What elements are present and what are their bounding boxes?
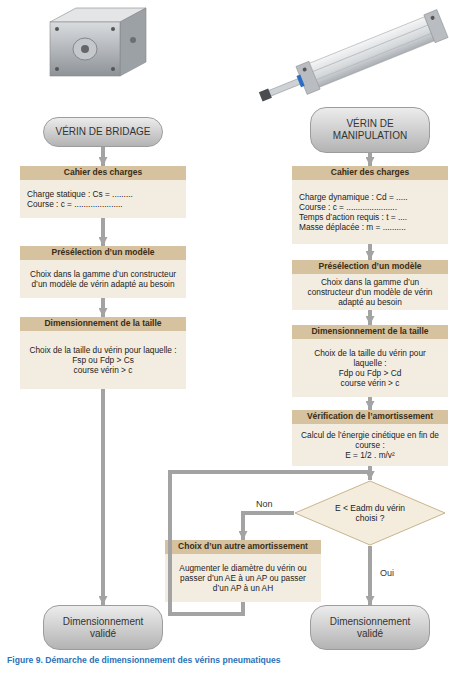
blue-ring <box>297 75 305 88</box>
box-body: Calcul de l’énergie cinétique en fin de … <box>292 424 448 466</box>
flow-connector <box>368 466 372 480</box>
process-box: Dimensionnement de la tailleChoix de la … <box>292 325 448 397</box>
edge-label: Non <box>256 499 273 509</box>
box-text: Calcul de l’énergie cinétique en fin de … <box>299 430 441 450</box>
box-heading: Cahier des charges <box>20 166 186 180</box>
decision-text-wrap: E < Eadm du vérin choisi ? <box>328 503 412 523</box>
rod-nut <box>259 89 272 102</box>
terminal-label: Dimensionnement validé <box>54 616 152 640</box>
flow-connector <box>101 389 105 605</box>
cylinder-barrel <box>310 17 435 88</box>
flow-connector <box>368 310 372 325</box>
box-body: Charge statique : Cs = .........Course :… <box>20 180 186 218</box>
box-body: Augmenter le diamètre du vérin ou passer… <box>165 554 321 602</box>
air-port <box>302 67 307 72</box>
profile-groove <box>313 25 428 71</box>
mounting-hole <box>111 67 115 71</box>
box-text: Masse déplacée : m = .......... <box>299 222 441 232</box>
box-text: Choix de la taille du vérin pour laquell… <box>299 348 441 368</box>
flow-connector <box>101 218 105 246</box>
process-box: Présélection d’un modèleChoix dans la ga… <box>292 260 448 310</box>
rod-thread-hole <box>81 45 89 53</box>
figure-caption: Figure 9. Démarche de dimensionnement de… <box>7 655 281 665</box>
profile-groove <box>316 33 431 79</box>
decision-question: E < Eadm du vérin choisi ? <box>328 503 412 523</box>
process-box: Cahier des chargesCharge statique : Cs =… <box>20 166 186 218</box>
box-text: Choix dans la gamme d’un constructeur d’… <box>299 277 441 307</box>
mounting-hole <box>55 67 59 71</box>
decision-diamond: E < Eadm du vérin choisi ? <box>294 480 446 546</box>
terminal-label: VÉRIN DE MANIPULATION <box>321 118 419 142</box>
box-heading: Choix d’un autre amortissement <box>165 540 321 554</box>
terminal-label: VÉRIN DE BRIDAGE <box>55 126 150 138</box>
rear-end-cap <box>424 10 448 43</box>
box-heading: Présélection d’un modèle <box>20 246 186 260</box>
box-text: Charge dynamique : Cd = ..... <box>299 192 441 202</box>
box-text: E = 1/2 . m/v² <box>299 450 441 460</box>
process-box: Cahier des chargesCharge dynamique : Cd … <box>292 166 448 244</box>
flow-connector <box>368 244 372 260</box>
flow-connector <box>368 397 372 410</box>
piston-rod-end <box>73 38 97 60</box>
box-heading: Cahier des charges <box>292 166 448 180</box>
air-port <box>130 37 136 43</box>
box-text: Choix de la taille du vérin pour laquell… <box>27 345 179 355</box>
air-port <box>430 15 435 20</box>
box-body: Choix de la taille du vérin pour laquell… <box>20 331 186 389</box>
box-heading: Présélection d’un modèle <box>292 260 448 274</box>
flow-connector <box>101 147 105 166</box>
terminal-pill: Dimensionnement validé <box>310 605 430 650</box>
flow-connector <box>243 513 294 540</box>
terminal-pill: VÉRIN DE BRIDAGE <box>43 117 163 147</box>
terminal-pill: Dimensionnement validé <box>43 605 163 650</box>
edge-label: Oui <box>380 568 394 578</box>
box-heading: Vérification de l’amortissement <box>292 410 448 424</box>
flow-connector <box>368 153 372 166</box>
terminal-label: Dimensionnement validé <box>321 616 419 640</box>
process-box: Dimensionnement de la tailleChoix de la … <box>20 317 186 389</box>
box-text: course vérin > c <box>299 378 441 388</box>
mounting-hole <box>111 27 115 31</box>
box-text: Augmenter le diamètre du vérin ou passer… <box>172 563 314 593</box>
cylinder-side-face <box>120 8 146 76</box>
box-text: Temps d’action requis : t = .... <box>299 212 441 222</box>
flow-connector <box>368 546 372 605</box>
flow-connector <box>101 298 105 317</box>
compact-cylinder-photo <box>50 8 146 76</box>
box-body: Choix dans la gamme d’un constructeur d’… <box>292 274 448 310</box>
box-text: Course : c = ...................... <box>299 202 441 212</box>
process-box: Vérification de l’amortissementCalcul de… <box>292 410 448 466</box>
box-heading: Dimensionnement de la taille <box>292 325 448 339</box>
process-box: Présélection d’un modèleChoix dans la ga… <box>20 246 186 298</box>
box-text: Choix dans la gamme d’un constructeur d’… <box>27 269 179 289</box>
box-text: Fsp ou Fdp > Cs <box>27 355 179 365</box>
box-body: Choix de la taille du vérin pour laquell… <box>292 339 448 397</box>
profile-cylinder-photo <box>255 10 448 111</box>
box-heading: Dimensionnement de la taille <box>20 317 186 331</box>
box-body: Choix dans la gamme d’un constructeur d’… <box>20 260 186 298</box>
box-text: Course : c = ..................... <box>27 199 179 209</box>
mounting-hole <box>55 27 59 31</box>
terminal-pill: VÉRIN DE MANIPULATION <box>310 107 430 153</box>
process-box: Choix d’un autre amortissementAugmenter … <box>165 540 321 602</box>
cylinder-front-face <box>50 22 120 76</box>
box-text: course vérin > c <box>27 365 179 375</box>
diamond-shape <box>295 481 445 545</box>
box-text: Fdp ou Fdp > Cd <box>299 368 441 378</box>
box-body: Charge dynamique : Cd = .....Course : c … <box>292 180 448 244</box>
box-text: Charge statique : Cs = ......... <box>27 189 179 199</box>
